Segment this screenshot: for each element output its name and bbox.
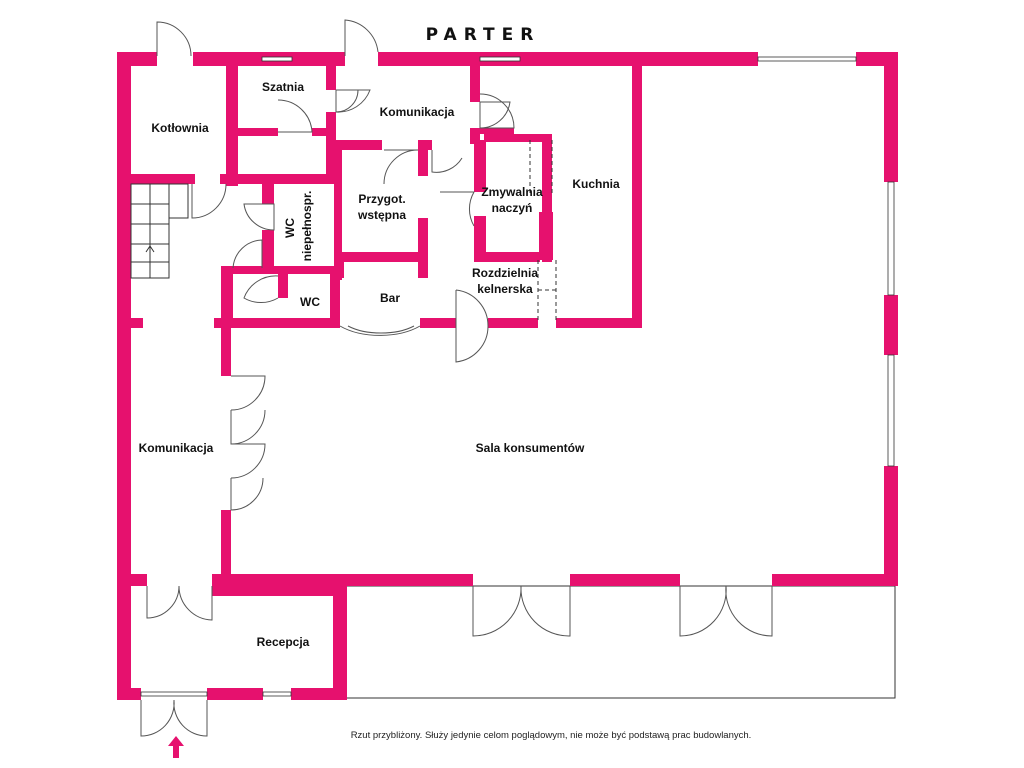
room-label-wc: WC: [300, 295, 320, 309]
room-label-komunikacja-left: Komunikacja: [139, 441, 214, 455]
stairs: [130, 183, 189, 279]
room-label-recepcja: Recepcja: [257, 635, 310, 649]
room-label-przygot-line2: wstępna: [357, 208, 406, 222]
room-label-kotlownia: Kotłownia: [151, 121, 209, 135]
disclaimer-text: Rzut przybliżony. Służy jedynie celom po…: [351, 730, 752, 741]
terrace-outline: [345, 585, 896, 699]
windows: [140, 56, 895, 697]
room-label-komunikacja-top: Komunikacja: [380, 105, 455, 119]
room-label-wc-niepelnospr-line1: WC: [283, 218, 297, 238]
doors: [140, 19, 773, 737]
room-label-przygot-line1: Przygot.: [358, 192, 405, 206]
room-label-zmywalnia-line1: Zmywalnia: [481, 185, 543, 199]
room-label-szatnia: Szatnia: [262, 80, 304, 94]
room-label-wc-niepelnospr-line2: niepełnospr.: [300, 191, 314, 262]
room-label-rozdzielnia-line1: Rozdzielnia: [472, 266, 538, 280]
walls: [117, 52, 898, 700]
room-label-zmywalnia-line2: naczyń: [492, 201, 533, 215]
room-label-bar: Bar: [380, 291, 400, 305]
plan-title: PARTER: [426, 25, 541, 45]
room-label-rozdzielnia-line2: kelnerska: [477, 282, 533, 296]
room-label-kuchnia: Kuchnia: [572, 177, 620, 191]
room-label-sala: Sala konsumentów: [476, 441, 585, 455]
arrow-up-icon: [168, 736, 184, 758]
